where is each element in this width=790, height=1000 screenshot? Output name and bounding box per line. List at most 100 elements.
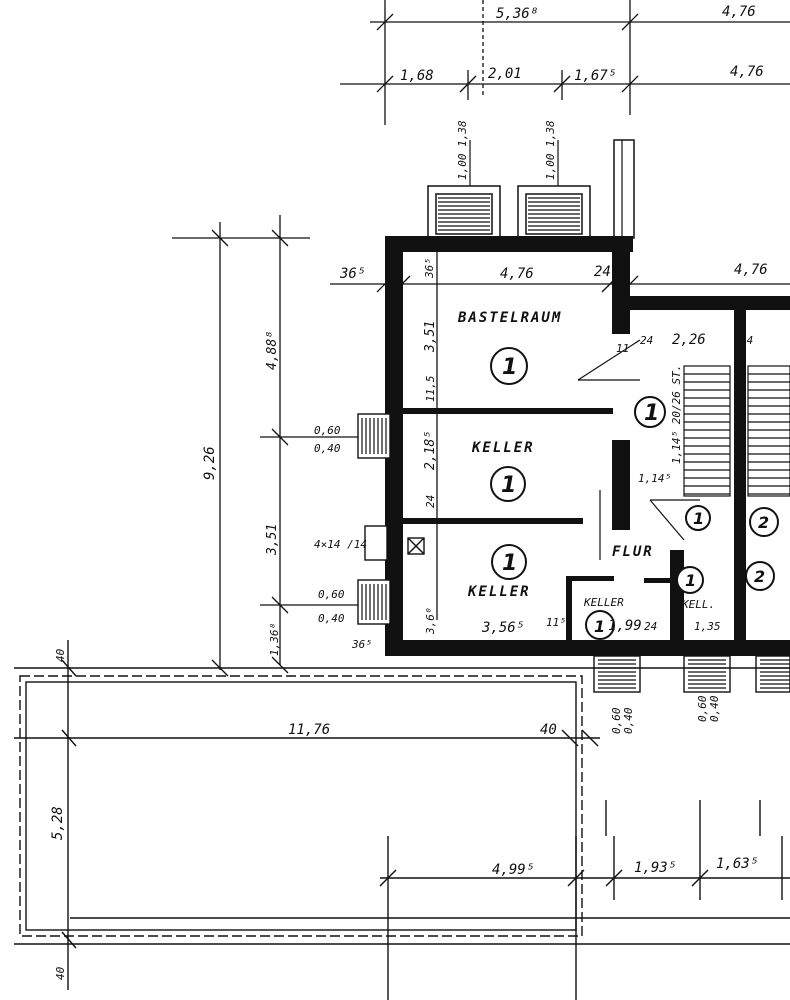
dim-label: 24: [644, 620, 657, 633]
dim-tick: [211, 229, 229, 247]
dim-label: 0,60: [610, 707, 623, 734]
dim-tick: [459, 75, 477, 93]
room-number: 1: [685, 571, 696, 590]
room-number: 1: [501, 473, 516, 498]
room-number-circle: [749, 507, 779, 537]
dim-tick: [271, 596, 289, 614]
dim-label: 0,40: [314, 442, 341, 455]
room-number: 1: [502, 551, 517, 576]
dim-label-terrace-width: 11,76: [288, 722, 330, 738]
dim-label: 1,14⁵: [638, 472, 671, 485]
wall-top: [385, 236, 633, 252]
dim-label: 11⁵: [546, 616, 566, 629]
stair-steps-label: 1,14⁵ 20/26 ST.: [670, 365, 683, 464]
wall-right-middle: [612, 440, 630, 530]
dim-label: 0,40: [318, 612, 345, 625]
bottom-light-well-2: [683, 655, 731, 693]
dim-tick: [376, 75, 394, 93]
room-number: 1: [594, 617, 605, 636]
dim-label: 2,18⁵: [423, 431, 438, 470]
window-dim: 1,00 1,38: [544, 120, 557, 180]
dim-label: 0,40: [622, 707, 635, 734]
dim-label: 0,60: [696, 695, 709, 722]
wall-partition-6: [644, 578, 670, 583]
room-number: 1: [644, 401, 659, 426]
room-number-circle: [585, 610, 615, 640]
dim-label: 1,36⁸: [268, 623, 281, 656]
dim-tick: [621, 75, 639, 93]
wall-partition-4: [566, 576, 614, 581]
dim-label: 40: [540, 722, 557, 738]
dim-label: 0,60: [318, 588, 345, 601]
dim-label: 1,99: [608, 618, 642, 634]
unit-number: 1: [693, 509, 704, 528]
dim-label-total: 9,26: [202, 446, 218, 480]
room-number-circle: [745, 561, 775, 591]
dim-tick: [581, 729, 599, 747]
wall-partition-5: [670, 550, 684, 640]
dim-tick: [553, 75, 571, 93]
dim-tick: [605, 869, 623, 887]
dim-tick: [61, 729, 77, 747]
room-number-circle: [491, 544, 527, 580]
dim-label: 24: [424, 495, 437, 508]
dim-label: 4,76: [734, 262, 768, 278]
dim-label: 0,40: [708, 695, 721, 722]
dim-label: 5,36⁸: [496, 6, 538, 22]
room-label-keller: KELLER: [467, 584, 531, 600]
dim-tick: [271, 229, 289, 247]
dim-label: 2,26: [672, 332, 706, 348]
dim-tick: [691, 869, 709, 887]
dim-tick: [379, 869, 397, 887]
chimney-shaft: [613, 139, 635, 239]
room-number-circle: [685, 505, 711, 531]
wall-partition-2: [403, 518, 583, 524]
dim-label: 1,63⁵: [716, 856, 758, 872]
stair-landing-line: [649, 499, 685, 541]
dim-label: 24: [640, 334, 653, 347]
dim-label: 36⁵: [351, 638, 372, 651]
room-number: 1: [502, 355, 517, 380]
dim-tick: [567, 869, 585, 887]
room-label-flur: FLUR: [612, 544, 654, 560]
unit-number: 2: [754, 567, 765, 586]
wall-party: [734, 310, 746, 656]
dim-label: 4,76: [730, 64, 764, 80]
room-label-keller-small: KELLER: [583, 596, 624, 609]
window-dim: 1,00 1,38: [456, 120, 469, 180]
side-grate-lines: [361, 418, 387, 620]
dim-label: 1,35: [694, 620, 721, 633]
shaft-box: [364, 525, 388, 561]
dim-label: 4,99⁵: [492, 862, 534, 878]
unit-number: 2: [758, 513, 769, 532]
stair-label: 11: [616, 342, 629, 355]
room-label-kell: KELL.: [681, 598, 715, 611]
dim-label: 4,76: [722, 4, 756, 20]
dim-label: 40: [54, 648, 67, 662]
wall-top-right: [630, 296, 790, 310]
drain-cross: [407, 537, 425, 555]
wall-partition-1: [403, 408, 613, 414]
stair-flight-right: [747, 365, 790, 497]
dim-tick: [271, 656, 289, 674]
dim-label: 1,93⁵: [634, 860, 676, 876]
stair-arrow: [577, 339, 641, 381]
wall-bottom: [385, 640, 790, 656]
dim-label: 1,67⁵: [574, 68, 616, 84]
dim-label: 3,51: [265, 524, 280, 556]
wall-right-upper: [612, 236, 630, 334]
dim-label: 1,68: [400, 68, 434, 84]
dim-label: 11,5: [424, 376, 437, 403]
bottom-light-well-1: [593, 655, 641, 693]
dim-label: 2,01: [488, 66, 522, 82]
grate-lines: [438, 197, 580, 231]
dim-label: 3,56⁵: [481, 620, 524, 636]
dim-label: 40: [54, 966, 67, 980]
wall-partition-3: [566, 578, 572, 640]
shaft-label: 4×14 /14: [314, 538, 367, 551]
dim-label: 24: [594, 264, 611, 280]
room-label-bastelraum: BASTELRAUM: [457, 310, 562, 326]
stair-flight-left: [683, 365, 731, 497]
dim-label: 24: [740, 334, 753, 347]
dim-label: 4,76: [500, 266, 534, 282]
